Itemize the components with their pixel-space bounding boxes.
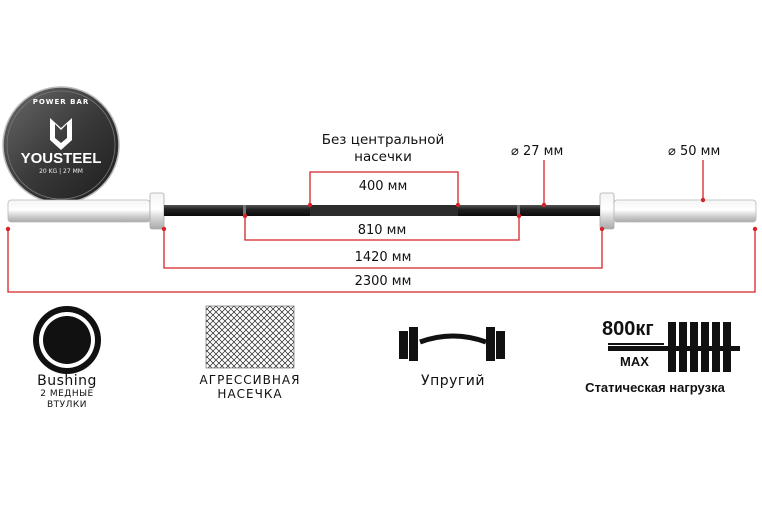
dim-2300-label: 2300 мм xyxy=(354,274,412,289)
feature-knurling: Агрессивная насечка xyxy=(200,373,301,401)
logo-spec: 20 KG | 27 MM xyxy=(39,168,83,175)
no-center-knurl-text: Без центральной насечки xyxy=(321,132,445,165)
dim-400-label: 400 мм xyxy=(358,179,408,194)
bushing-icon xyxy=(33,306,101,374)
sleeve-diameter-label: ⌀ 50 мм xyxy=(668,144,721,159)
knurl-line2: насечка xyxy=(217,387,283,401)
knurl-mark-left xyxy=(243,205,246,216)
dim-400-line xyxy=(309,171,459,205)
flex-bar-icon xyxy=(399,327,505,361)
dim-1420-label: 1420 мм xyxy=(354,250,412,265)
knurl-mark-right xyxy=(517,205,520,216)
dim-2300-line xyxy=(7,229,756,293)
right-collar xyxy=(599,192,615,230)
feature-bushing: Bushing 2 медные втулки xyxy=(37,373,97,411)
bushing-sub2: втулки xyxy=(46,400,88,410)
bushing-title: Bushing xyxy=(37,373,97,389)
logo-top-text: POWER BAR xyxy=(32,98,90,106)
knurling-icon xyxy=(205,305,295,369)
left-collar xyxy=(149,192,165,230)
brand-emblem-icon xyxy=(50,118,72,150)
center-zone xyxy=(310,205,458,216)
dim-1420-line xyxy=(163,229,603,269)
right-sleeve xyxy=(613,199,757,223)
grip-diameter-label: ⌀ 27 мм xyxy=(511,144,564,159)
brand-logo xyxy=(2,86,120,204)
elastic-label: Упругий xyxy=(421,373,485,389)
no-center-knurl-label: Без центральной насечки xyxy=(298,132,468,166)
left-sleeve xyxy=(7,199,151,223)
dim-810-label: 810 мм xyxy=(357,223,407,238)
bushing-sub1: 2 медные xyxy=(40,389,94,399)
weight-stack-icon xyxy=(608,322,740,372)
logo-brand: YOUSTEEL xyxy=(20,150,102,167)
feature-elastic: Упругий xyxy=(421,373,485,389)
load-value: 800кг xyxy=(602,318,654,340)
load-max: MAX xyxy=(620,354,649,369)
dim-810-line xyxy=(244,216,520,241)
knurl-line1: Агрессивная xyxy=(199,373,301,387)
load-caption: Статическая нагрузка xyxy=(585,380,725,395)
